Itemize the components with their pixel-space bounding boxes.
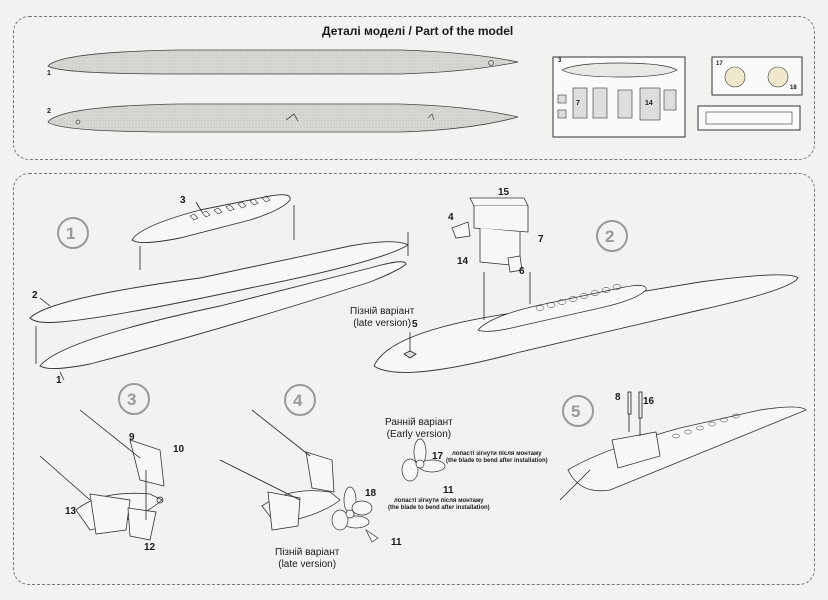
label-part-8: 8 (615, 392, 621, 403)
late-version-caption-step4: Пізній варіант (late version) (275, 547, 339, 571)
blade-note-late-en: (the blade to bend after installation) (388, 505, 490, 511)
hull-part-2-drawing (47, 103, 519, 133)
step-number-5: 5 (571, 402, 581, 421)
step1-deck-part (131, 194, 291, 243)
hull-part-1-hole (488, 60, 494, 66)
late-version-uk: Пізній варіант (350, 306, 415, 317)
label-part-10: 10 (173, 444, 185, 455)
step-number-3: 3 (127, 390, 137, 409)
blade-note-early: лопасті зігнути після монтажу (the blade… (446, 451, 548, 465)
hull-part-1-drawing (47, 49, 519, 75)
sprue-sheet-base (697, 105, 801, 131)
step-3-circle (118, 383, 150, 415)
late-version-caption-step2: Пізній варіант (late version) (350, 306, 414, 330)
sprue-label-17: 17 (716, 61, 723, 67)
sprue-label-7: 7 (576, 100, 580, 107)
label-part-2: 2 (32, 290, 38, 301)
sprue-label-14: 14 (645, 100, 653, 107)
step-5-circle (562, 395, 594, 427)
sprue-label-3: 3 (558, 58, 562, 64)
label-part-17: 17 (432, 451, 444, 462)
assembly-steps-panel (13, 173, 815, 585)
label-part-15: 15 (498, 187, 510, 198)
step-number-2: 2 (605, 227, 615, 246)
step1-lower-hull (39, 261, 407, 369)
blade-note-early-en: (the blade to bend after installation) (446, 458, 548, 464)
step5-sail (611, 431, 661, 469)
label-part-4: 4 (448, 212, 454, 223)
blade-note-early-uk: лопасті зігнути після монтажу (452, 451, 542, 457)
step-1-circle (57, 217, 89, 249)
label-part-11-early: 11 (443, 485, 454, 496)
step1-upper-hull (29, 241, 409, 323)
early-propeller (401, 438, 446, 482)
sprue-label-18: 18 (790, 85, 797, 91)
label-part-14: 14 (457, 256, 469, 267)
page-title: Деталі моделі / Part of the model (322, 24, 514, 38)
label-part-1: 1 (56, 375, 62, 386)
early-version-en: (Early version) (386, 429, 452, 440)
label-part-3: 3 (180, 195, 186, 206)
step2-deck (477, 285, 647, 332)
parts-panel (13, 16, 815, 160)
label-part-16: 16 (643, 396, 655, 407)
late-version-uk-2: Пізній варіант (275, 547, 340, 558)
step5-hull (567, 406, 807, 492)
blade-note-late: лопасті зігнути після монтажу (the blade… (388, 498, 490, 512)
step2-hull (373, 274, 799, 373)
label-part-6: 6 (519, 266, 525, 277)
late-version-en: (late version) (353, 318, 412, 329)
hull-label-2: 2 (47, 108, 51, 115)
late-version-en-2: (late version) (278, 559, 337, 570)
label-part-9: 9 (129, 432, 135, 443)
step2-sail-assembly (451, 197, 529, 273)
blade-note-late-uk: лопасті зігнути після монтажу (394, 498, 484, 504)
step-2-circle (596, 220, 628, 252)
early-version-caption: Ранній варіант (Early version) (385, 417, 453, 441)
step4-propeller (331, 486, 379, 543)
step3-tail-assembly (75, 439, 165, 541)
label-part-18: 18 (365, 488, 377, 499)
label-part-11: 11 (391, 537, 402, 548)
early-version-uk: Ранній варіант (385, 417, 453, 428)
step-number-4: 4 (293, 391, 303, 410)
step4-tail-assembly (261, 451, 341, 531)
label-part-13: 13 (65, 506, 77, 517)
step-number-1: 1 (66, 224, 76, 243)
step-4-circle (284, 384, 316, 416)
label-part-5: 5 (412, 319, 418, 330)
label-part-12: 12 (144, 542, 156, 553)
hull-label-1: 1 (47, 70, 51, 77)
label-part-7: 7 (538, 234, 544, 245)
